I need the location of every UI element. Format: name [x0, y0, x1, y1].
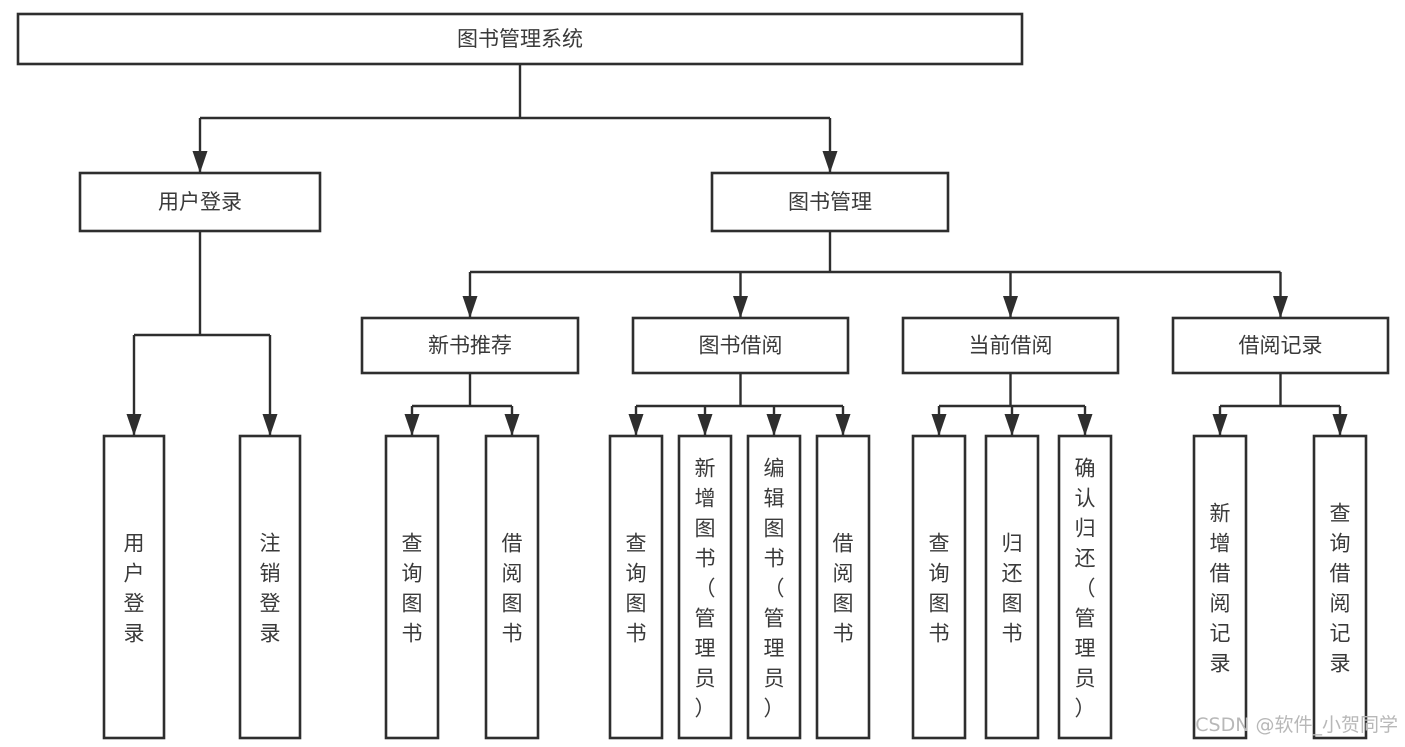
node-label-recommend-query-book: 查询图书: [402, 531, 423, 645]
node-box-current-query-book[interactable]: [911, 434, 967, 740]
node-borrow-borrow-book[interactable]: 借阅图书: [815, 434, 871, 740]
node-label-current-confirm-return-admin: 确认归还（管理员）: [1075, 456, 1096, 720]
node-record-add-borrow[interactable]: 新增借阅记录: [1192, 434, 1248, 740]
node-book-management[interactable]: 图书管理: [710, 171, 950, 233]
node-box-recommend-borrow-book[interactable]: [484, 434, 540, 740]
node-recommend-borrow-book[interactable]: 借阅图书: [484, 434, 540, 740]
arrow-head-icon-new-book-recommend: [462, 296, 478, 318]
node-label-record-query-borrow: 查询借阅记录: [1330, 501, 1351, 675]
node-label-borrow-add-book-admin: 新增图书（管理员）: [695, 456, 716, 720]
arrow-head-icon-current-return-book: [1004, 414, 1020, 436]
nodes-layer: 图书管理系统用户登录用户登录注销登录图书管理新书推荐查询图书借阅图书图书借阅查询…: [16, 12, 1390, 740]
node-label-current-query-book: 查询图书: [929, 531, 950, 645]
node-label-record-add-borrow: 新增借阅记录: [1210, 501, 1231, 675]
node-label-user-login: 用户登录: [158, 190, 242, 214]
node-current-return-book[interactable]: 归还图书: [984, 434, 1040, 740]
arrow-head-icon-user-login: [192, 151, 208, 173]
node-user-logout-leaf[interactable]: 注销登录: [238, 434, 302, 740]
node-root[interactable]: 图书管理系统: [16, 12, 1024, 66]
node-record-query-borrow[interactable]: 查询借阅记录: [1312, 434, 1368, 740]
node-borrow-record[interactable]: 借阅记录: [1171, 316, 1390, 375]
node-box-borrow-edit-book-admin[interactable]: [746, 434, 802, 740]
connectors-layer: [126, 64, 1348, 436]
arrow-head-icon-current-query-book: [931, 414, 947, 436]
node-box-borrow-record[interactable]: [1171, 316, 1390, 375]
node-current-query-book[interactable]: 查询图书: [911, 434, 967, 740]
arrow-head-icon-recommend-query-book: [404, 414, 420, 436]
node-label-borrow-edit-book-admin: 编辑图书（管理员）: [764, 456, 785, 720]
node-box-book-management[interactable]: [710, 171, 950, 233]
csdn-watermark: CSDN @软件_小贺同学: [1195, 714, 1398, 736]
node-label-recommend-borrow-book: 借阅图书: [502, 531, 523, 645]
node-recommend-query-book[interactable]: 查询图书: [384, 434, 440, 740]
node-new-book-recommend[interactable]: 新书推荐: [360, 316, 580, 375]
node-user-login[interactable]: 用户登录: [78, 171, 322, 233]
node-box-user-logout-leaf[interactable]: [238, 434, 302, 740]
arrow-head-icon-current-borrow: [1003, 296, 1018, 318]
node-label-new-book-recommend: 新书推荐: [428, 334, 512, 358]
arrow-head-icon-user-logout-leaf: [262, 414, 278, 436]
arrow-head-icon-user-login-leaf: [126, 414, 142, 436]
node-box-current-confirm-return-admin[interactable]: [1057, 434, 1113, 740]
node-box-new-book-recommend[interactable]: [360, 316, 580, 375]
node-user-login-leaf[interactable]: 用户登录: [102, 434, 166, 740]
node-label-current-return-book: 归还图书: [1002, 531, 1023, 645]
node-label-current-borrow: 当前借阅: [969, 334, 1053, 358]
arrow-head-icon-recommend-borrow-book: [504, 414, 520, 436]
node-box-root[interactable]: [16, 12, 1024, 66]
arrow-head-icon-record-query-borrow: [1332, 414, 1348, 436]
arrow-head-icon-current-confirm-return-admin: [1077, 414, 1093, 436]
node-box-record-add-borrow[interactable]: [1192, 434, 1248, 740]
arrow-head-icon-record-add-borrow: [1212, 414, 1228, 436]
node-box-current-borrow[interactable]: [901, 316, 1120, 375]
arrow-head-icon-borrow-record: [1273, 296, 1288, 318]
node-current-confirm-return-admin[interactable]: 确认归还（管理员）: [1057, 434, 1113, 740]
node-label-borrow-query-book: 查询图书: [626, 531, 647, 645]
node-box-current-return-book[interactable]: [984, 434, 1040, 740]
node-borrow-add-book-admin[interactable]: 新增图书（管理员）: [677, 434, 733, 740]
arrow-head-icon-borrow-query-book: [628, 414, 644, 436]
node-label-book-management: 图书管理: [788, 190, 872, 214]
node-box-record-query-borrow[interactable]: [1312, 434, 1368, 740]
node-borrow-query-book[interactable]: 查询图书: [608, 434, 664, 740]
node-label-user-login-leaf: 用户登录: [124, 531, 145, 645]
arrow-head-icon-book-management: [822, 151, 838, 173]
node-box-user-login-leaf[interactable]: [102, 434, 166, 740]
arrow-head-icon-borrow-add-book-admin: [697, 414, 713, 436]
node-box-user-login[interactable]: [78, 171, 322, 233]
node-label-book-borrow: 图书借阅: [699, 334, 783, 358]
node-label-user-logout-leaf: 注销登录: [260, 531, 281, 645]
node-box-recommend-query-book[interactable]: [384, 434, 440, 740]
node-current-borrow[interactable]: 当前借阅: [901, 316, 1120, 375]
node-label-borrow-record: 借阅记录: [1239, 334, 1323, 358]
node-label-root: 图书管理系统: [457, 27, 583, 51]
node-box-book-borrow[interactable]: [631, 316, 850, 375]
node-book-borrow[interactable]: 图书借阅: [631, 316, 850, 375]
node-borrow-edit-book-admin[interactable]: 编辑图书（管理员）: [746, 434, 802, 740]
arrow-head-icon-borrow-borrow-book: [835, 414, 851, 436]
arrow-head-icon-borrow-edit-book-admin: [766, 414, 782, 436]
node-box-borrow-query-book[interactable]: [608, 434, 664, 740]
node-box-borrow-add-book-admin[interactable]: [677, 434, 733, 740]
arrow-head-icon-book-borrow: [733, 296, 748, 318]
node-label-borrow-borrow-book: 借阅图书: [833, 531, 854, 645]
node-box-borrow-borrow-book[interactable]: [815, 434, 871, 740]
